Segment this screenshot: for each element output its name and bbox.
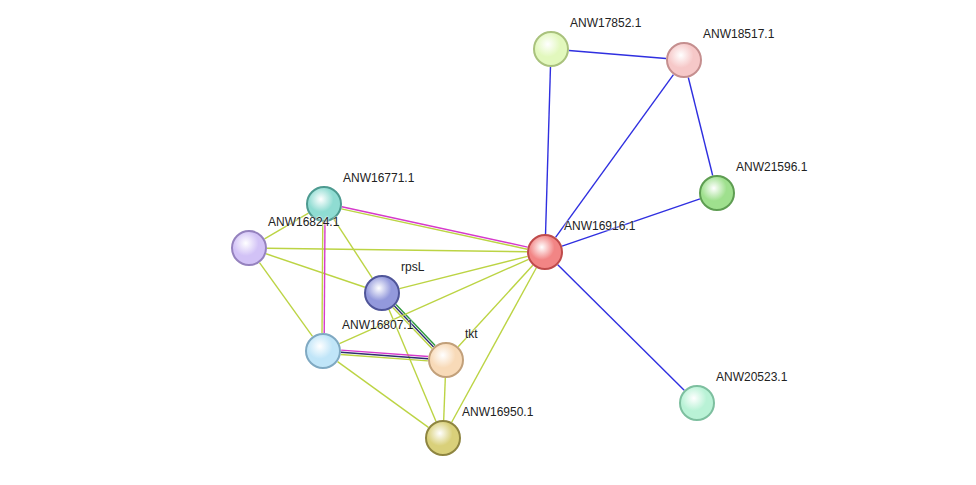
edge-stroke: [321, 222, 323, 333]
interaction-edge: [266, 254, 365, 287]
edge-stroke: [399, 256, 527, 288]
protein-node: ANW18517.1: [666, 42, 702, 78]
interaction-edge: [399, 256, 527, 288]
node-label: ANW16950.1: [462, 405, 533, 419]
protein-node: ANW20523.1: [679, 385, 715, 421]
edge-stroke: [324, 222, 326, 333]
interaction-edge: [558, 265, 684, 391]
node-label: rpsL: [401, 260, 424, 274]
interaction-edge: [444, 378, 446, 420]
protein-node: tkt: [428, 342, 464, 378]
interaction-edge: [569, 50, 666, 58]
edge-stroke: [688, 77, 712, 175]
node-label: tkt: [465, 327, 478, 341]
protein-node: ANW16807.1: [305, 333, 341, 369]
interaction-edge: [452, 268, 537, 422]
edge-stroke: [569, 50, 666, 58]
edge-stroke: [341, 355, 428, 361]
protein-node: ANW16916.1: [527, 234, 563, 270]
protein-node: ANW16824.1: [231, 230, 267, 266]
edge-stroke: [444, 378, 446, 420]
node-label: ANW16824.1: [268, 215, 339, 229]
interaction-edge: [322, 222, 325, 333]
node-label: ANW16771.1: [343, 171, 414, 185]
interaction-edge: [341, 207, 527, 250]
protein-node: ANW16950.1: [425, 420, 461, 456]
node-label: ANW16807.1: [342, 318, 413, 332]
edge-stroke: [342, 207, 528, 247]
edge-stroke: [562, 199, 700, 246]
edge-stroke: [341, 209, 527, 249]
edge-stroke: [558, 265, 684, 391]
interaction-edge: [341, 350, 428, 361]
node-label: ANW18517.1: [703, 27, 774, 41]
node-label: ANW17852.1: [570, 16, 641, 30]
interaction-edge: [267, 248, 527, 252]
node-label: ANW16916.1: [564, 219, 635, 233]
edge-stroke: [267, 248, 527, 252]
interaction-edge: [260, 263, 313, 337]
node-label: ANW21596.1: [736, 160, 807, 174]
interaction-edge: [458, 265, 533, 346]
edge-stroke: [546, 67, 551, 234]
interaction-edge: [556, 75, 674, 238]
edge-stroke: [260, 263, 313, 337]
interaction-edge: [334, 219, 372, 278]
interaction-edge: [562, 199, 700, 246]
edge-stroke: [458, 265, 533, 346]
protein-node: rpsL: [364, 275, 400, 311]
interaction-edge: [688, 77, 712, 175]
edge-stroke: [334, 219, 372, 278]
protein-node: ANW17852.1: [533, 31, 569, 67]
edge-stroke: [266, 254, 365, 287]
interaction-edge: [338, 362, 429, 428]
edge-stroke: [452, 268, 537, 422]
node-label: ANW20523.1: [716, 370, 787, 384]
edge-stroke: [338, 362, 429, 428]
protein-node: ANW21596.1: [699, 175, 735, 211]
interaction-edge: [546, 67, 551, 234]
edge-stroke: [556, 75, 674, 238]
